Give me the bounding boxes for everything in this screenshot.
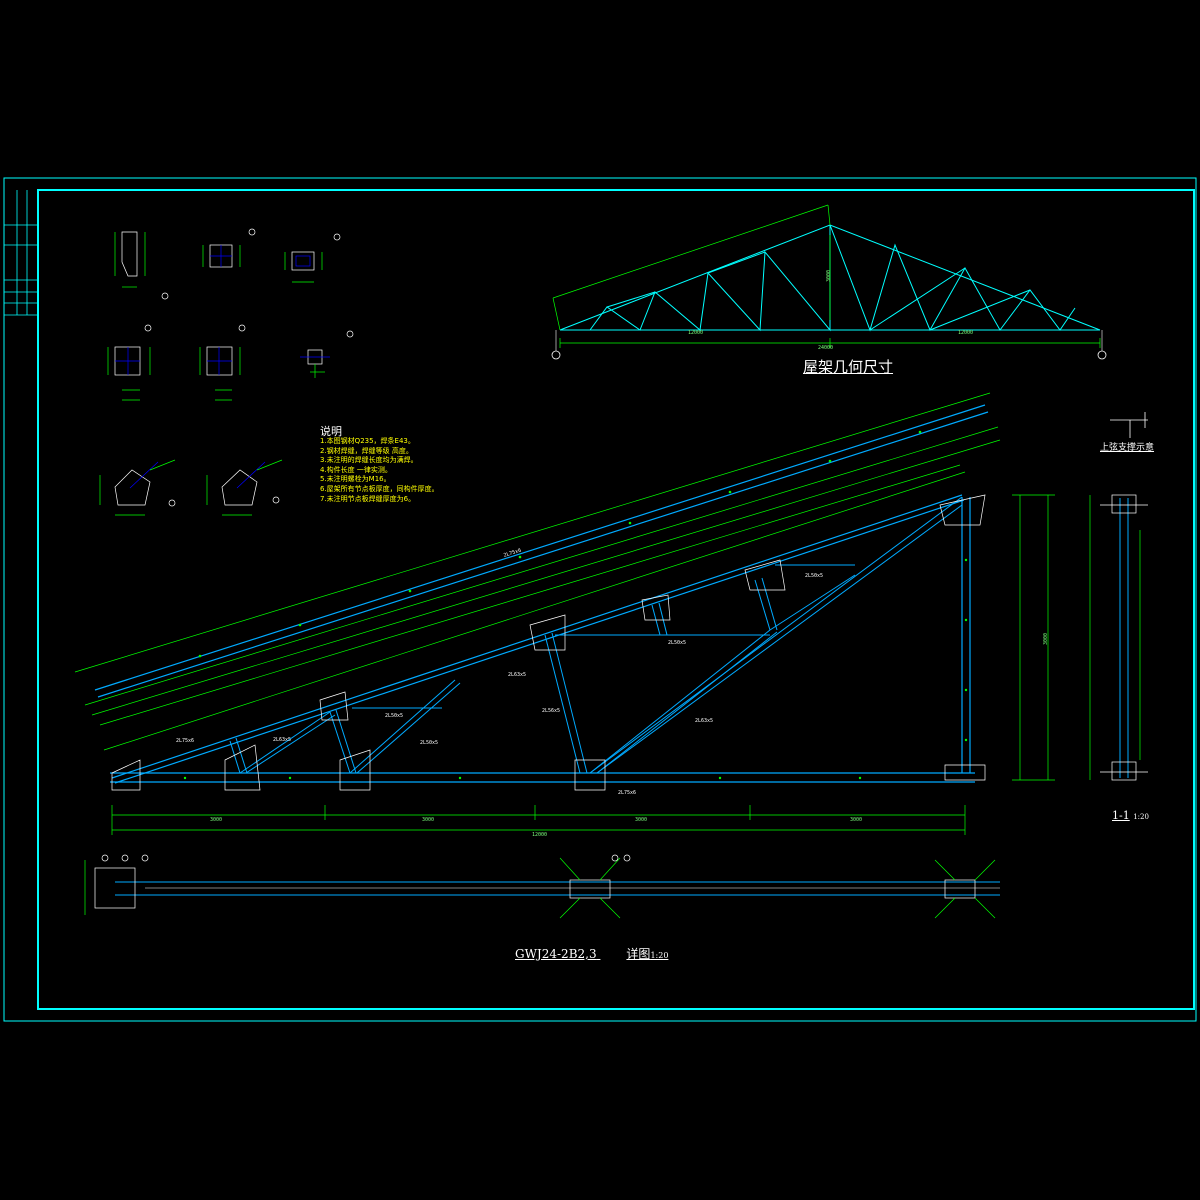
main-truss-detail — [74, 392, 1055, 835]
member-label: 2L50x5 — [385, 713, 404, 719]
section-title-label: 1-1 — [1112, 809, 1130, 822]
detail-1 — [114, 231, 169, 300]
member-label: 2L63x5 — [695, 718, 714, 724]
main-title-suffix: 详图 — [626, 947, 651, 961]
note-item: 7.未注明节点板焊缝厚度为6。 — [320, 494, 416, 503]
detail-7 — [99, 459, 176, 516]
bolt-marks — [183, 430, 968, 780]
detail-8 — [206, 459, 283, 516]
bottom-plan-strip — [84, 854, 1000, 919]
member-label: 2L75x6 — [618, 790, 637, 796]
notes-title: 说明 — [320, 425, 342, 438]
member-label: 2L50x5 — [668, 640, 687, 646]
main-title-code: GWJ24-2B2,3 — [515, 947, 597, 961]
member-label: 2L50x5 — [805, 573, 824, 579]
main-dim-seg-3: 3000 — [635, 817, 648, 823]
note-item: 3.未注明的焊缝长度均为满焊。 — [320, 456, 418, 465]
detail-3 — [284, 233, 341, 283]
detail-5 — [199, 324, 246, 401]
geo-dim-right-span: 12000 — [958, 330, 974, 336]
note-item: 1.本图钢材Q235，焊条E43。 — [320, 437, 415, 445]
geo-dim-left-span: 12000 — [688, 330, 704, 336]
member-label: 2L63x5 — [273, 737, 292, 743]
geometry-title: 屋架几何尺寸 — [803, 358, 894, 376]
note-item: 4.构件长度 一律实测。 — [320, 465, 392, 474]
truss-geometry-diagram — [551, 204, 1107, 360]
main-dim-seg-4: 3000 — [850, 817, 863, 823]
note-item: 5.未注明螺栓为M16。 — [320, 475, 391, 484]
main-dim-total: 12000 — [532, 832, 548, 838]
detail-2 — [202, 228, 256, 268]
geo-dim-total: 24000 — [818, 345, 834, 351]
geo-dim-height: 3000 — [826, 269, 832, 282]
note-item: 2.钢材焊缝，焊缝等级 高度。 — [320, 446, 413, 455]
inner-frame — [37, 189, 1195, 1010]
detail-6 — [300, 330, 354, 378]
detail-4 — [107, 324, 152, 401]
note-item: 6.屋架所有节点板厚度，同构件厚度。 — [320, 484, 439, 493]
notes-list: 1.本图钢材Q235，焊条E43。 2.钢材焊缝，焊缝等级 高度。 3.未注明的… — [320, 437, 439, 504]
main-dim-seg-2: 3000 — [422, 817, 435, 823]
member-label: 2L50x5 — [420, 740, 439, 746]
main-dim-seg-1: 3000 — [210, 817, 223, 823]
member-label: 2L63x5 — [508, 672, 527, 678]
member-label: 2L75x6 — [176, 738, 195, 744]
brace-title: 上弦支撑示意 — [1100, 443, 1155, 453]
member-label: 2L56x5 — [542, 708, 561, 714]
outer-frame — [3, 177, 1197, 1022]
main-title: GWJ24-2B2,3 详图1:20 — [515, 945, 668, 962]
section-title: 1-1 1:20 — [1112, 809, 1149, 822]
main-dim-height: 3000 — [1043, 632, 1049, 645]
section-title-scale: 1:20 — [1133, 813, 1149, 821]
detail-sketches — [99, 228, 354, 516]
main-title-scale: 1:20 — [650, 951, 669, 960]
section-1-1 — [1089, 412, 1148, 781]
left-title-strip — [4, 190, 38, 316]
